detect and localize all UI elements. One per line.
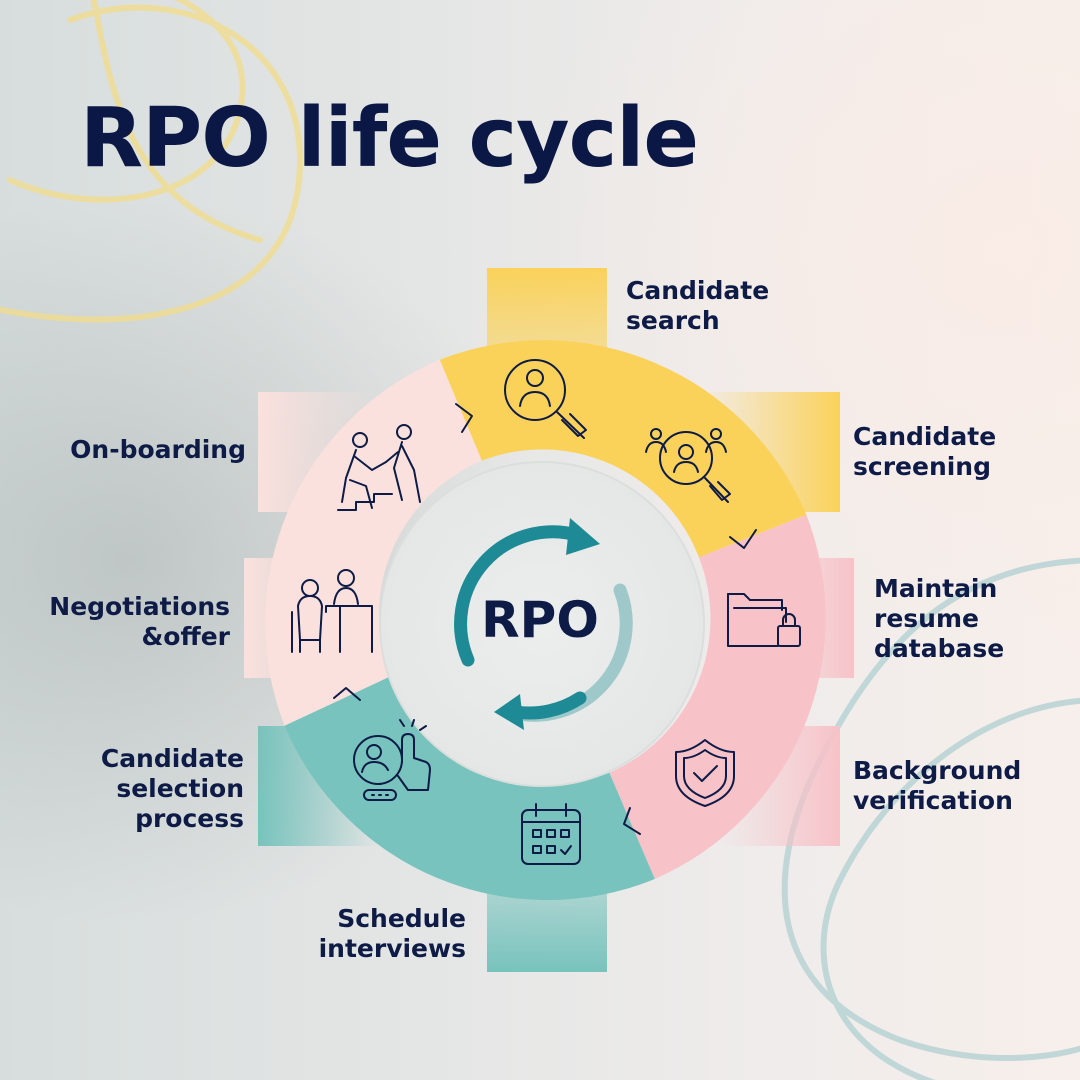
- label-candidate-selection-process: Candidate selection process: [101, 744, 244, 834]
- cycle-arrows-icon: [454, 518, 633, 730]
- ring-segment-yellow: [439, 340, 807, 558]
- desk-meeting-icon: [291, 569, 373, 653]
- label-line: Negotiations: [49, 592, 230, 621]
- label-line: resume: [874, 604, 979, 633]
- label-line: Candidate: [853, 422, 997, 451]
- chevron-marker-icon: [333, 687, 361, 701]
- label-line: Candidate: [100, 744, 244, 773]
- page-title: RPO life cycle: [80, 91, 699, 186]
- ring-segment-pink: [609, 514, 826, 879]
- label-line: Schedule: [337, 904, 466, 933]
- touch-select-icon: [353, 719, 431, 801]
- label-candidate-screening: Candidate screening: [853, 422, 996, 482]
- label-line: process: [135, 804, 244, 833]
- label-background-verification: Background verification: [853, 756, 1021, 816]
- label-line: Maintain: [874, 574, 998, 603]
- label-line: &offer: [141, 622, 230, 651]
- label-line: selection: [116, 774, 244, 803]
- label-line: screening: [853, 452, 992, 481]
- teal-swirl: [781, 557, 1080, 1080]
- label-maintain-resume-database: Maintain resume database: [874, 574, 1004, 664]
- label-line: search: [626, 306, 720, 335]
- locked-folder-icon: [727, 593, 801, 647]
- chevron-marker-icon: [455, 403, 473, 433]
- label-line: On-boarding: [70, 435, 246, 464]
- search-person-icon: [504, 359, 587, 439]
- calendar-icon: [521, 803, 581, 865]
- label-schedule-interviews: Schedule interviews: [319, 904, 466, 964]
- chevron-marker-icon: [729, 529, 757, 549]
- ring-segment-teal: [284, 676, 655, 901]
- label-candidate-search: Candidate search: [626, 276, 769, 336]
- center-label: RPO: [481, 591, 599, 649]
- handshake-icon: [337, 424, 421, 511]
- group-screening-icon: [645, 428, 731, 503]
- label-negotiations-offer: Negotiations &offer: [49, 592, 230, 652]
- label-line: database: [874, 634, 1005, 663]
- label-line: interviews: [318, 934, 466, 963]
- shield-check-icon: [675, 739, 735, 807]
- chevron-marker-icon: [623, 807, 641, 835]
- center-circle: [379, 461, 705, 787]
- label-on-boarding: On-boarding: [70, 435, 246, 465]
- yellow-swirl: [0, 0, 304, 323]
- label-line: Candidate: [626, 276, 770, 305]
- label-line: verification: [853, 786, 1013, 815]
- label-line: Background: [853, 756, 1022, 785]
